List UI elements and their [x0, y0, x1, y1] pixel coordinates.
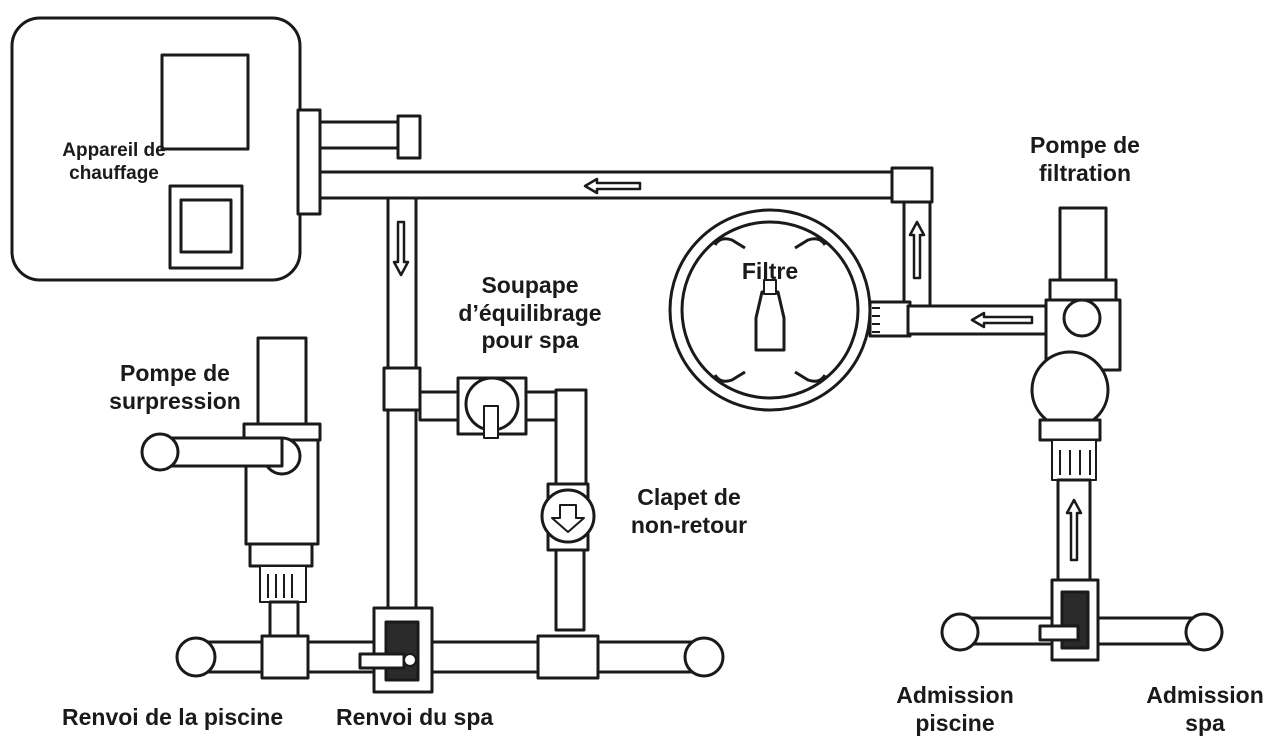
intake-manifold — [940, 578, 1224, 662]
spa-intake-label: Admission spa — [1146, 682, 1264, 736]
booster-pump — [140, 336, 322, 644]
booster-pump-label: Pompe de surpression — [109, 360, 241, 414]
pipe-down-to-manifold — [386, 408, 418, 614]
filter-label: Filtre — [741, 258, 799, 284]
arrow-left-top — [583, 177, 642, 195]
flow-arrows — [392, 177, 1083, 562]
heater — [10, 16, 322, 282]
spa-valve-label: Soupape d’équilibrage pour spa — [458, 272, 602, 354]
filtration-pump-label: Pompe de filtration — [1030, 132, 1140, 186]
spa-return-label: Renvoi du spa — [336, 704, 494, 730]
pool-return-label: Renvoi de la piscine — [62, 704, 284, 730]
filter — [668, 208, 912, 412]
spa-branch — [382, 366, 596, 632]
check-valve-label: Clapet de non-retour — [630, 484, 748, 538]
return-manifold — [175, 606, 725, 694]
arrow-up-intake — [1065, 498, 1083, 562]
arrow-down-pipe — [392, 220, 410, 277]
arrow-up-filter — [908, 220, 926, 280]
heater-label: Appareil de chauffage — [62, 140, 166, 184]
filtration-pump — [1030, 206, 1122, 586]
pool-intake-label: Admission piscine — [896, 682, 1014, 736]
arrow-left-pump — [970, 311, 1034, 329]
